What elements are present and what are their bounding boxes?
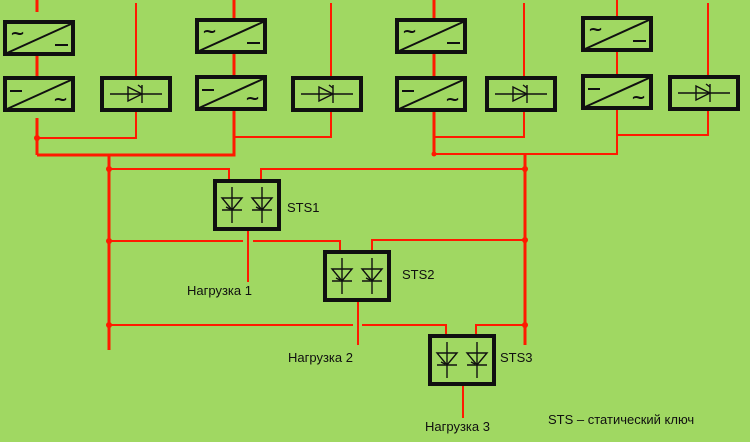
inverter-block: ~ — [3, 76, 75, 112]
junction-dot — [522, 237, 528, 243]
rectifier-block: ~ — [3, 20, 75, 56]
ups-2-bypass-feed — [234, 3, 332, 138]
bypass-diode-block — [485, 76, 557, 112]
diagonal-line — [198, 21, 264, 52]
ups-4-unit: ~~ — [581, 16, 740, 111]
ac-symbol-icon: ~ — [402, 21, 417, 42]
ac-symbol-icon: ~ — [631, 87, 646, 108]
thyristor-gate — [255, 206, 261, 210]
thyristor-icon — [330, 268, 354, 283]
diagonal-line — [398, 21, 464, 52]
ac-symbol-icon: ~ — [53, 89, 68, 110]
wires — [34, 0, 709, 418]
sts3-input-b — [475, 324, 525, 336]
sts3-block — [428, 334, 496, 386]
diode-gate — [328, 84, 334, 89]
sts1-input-b — [260, 168, 525, 181]
inverter-block: ~ — [581, 74, 653, 110]
junction-dot — [522, 166, 528, 172]
sts-blocks — [213, 179, 496, 386]
ac-symbol-icon: ~ — [445, 89, 460, 110]
ups-3-bypass-feed — [434, 3, 525, 138]
thyristor-icon — [250, 197, 274, 212]
sts1-block — [213, 179, 281, 231]
inverter-block: ~ — [395, 76, 467, 112]
sts3-label: STS3 — [500, 350, 533, 365]
sts2-input-b — [371, 239, 525, 252]
converter-blocks: ~~~~~~~~ — [3, 16, 740, 112]
ups-1-bypass-feed — [37, 3, 137, 139]
thyristor-gate — [335, 277, 341, 281]
junction-dot — [34, 135, 40, 141]
ups-4-feed — [434, 0, 618, 155]
bypass-diode-block — [291, 76, 363, 112]
bypass-diode-block — [100, 76, 172, 112]
diode-icon — [512, 85, 529, 103]
diagonal-line — [584, 77, 650, 108]
bypass-diode-block — [668, 75, 740, 111]
ac-symbol-icon: ~ — [588, 19, 603, 40]
diagonal-line — [584, 19, 650, 50]
sts1-input-a — [109, 168, 230, 181]
thyristor-icon — [220, 197, 244, 212]
inverter-block: ~ — [195, 75, 267, 111]
diode-gate — [522, 84, 528, 89]
rectifier-block: ~ — [195, 18, 267, 54]
thyristor-gate — [365, 277, 371, 281]
diode-icon — [695, 84, 712, 102]
thyristor-icon — [465, 352, 489, 367]
load-1-label: Нагрузка 1 — [187, 283, 252, 298]
sts1-label: STS1 — [287, 200, 320, 215]
diagonal-line — [6, 23, 72, 54]
diagonal-line — [6, 79, 72, 110]
ups-4-bypass-feed — [617, 3, 709, 136]
sts2-label: STS2 — [402, 267, 435, 282]
thyristor-icon — [360, 268, 384, 283]
junction-dot — [106, 166, 112, 172]
ac-symbol-icon: ~ — [245, 88, 260, 109]
thyristor-gate — [470, 361, 476, 365]
diode-gate — [137, 84, 143, 89]
thyristor-gate — [225, 206, 231, 210]
load-2-label: Нагрузка 2 — [288, 350, 353, 365]
sts-frame — [323, 250, 391, 302]
thyristor-icon — [435, 352, 459, 367]
ac-symbol-icon: ~ — [202, 21, 217, 42]
junction-dot — [106, 238, 112, 244]
load-3-label: Нагрузка 3 — [425, 419, 490, 434]
diode-icon — [318, 85, 335, 103]
rectifier-block: ~ — [581, 16, 653, 52]
diagonal-line — [198, 78, 264, 109]
legend-text: STS – статический ключ — [548, 412, 694, 427]
sts2-block — [323, 250, 391, 302]
sts2-input-a — [109, 240, 341, 252]
diode-icon — [127, 85, 144, 103]
junction-dot — [431, 151, 437, 157]
diagonal-line — [398, 79, 464, 110]
sts-frame — [428, 334, 496, 386]
thyristor-gate — [440, 361, 446, 365]
ups-2-unit: ~~ — [195, 18, 363, 112]
junction-dot — [106, 322, 112, 328]
rectifier-block: ~ — [395, 18, 467, 54]
sts-frame — [213, 179, 281, 231]
sts3-input-a — [109, 324, 447, 336]
junction-dot — [522, 322, 528, 328]
ups-3-unit: ~~ — [395, 18, 557, 112]
diode-gate — [705, 83, 711, 88]
ups-1-unit: ~~ — [3, 20, 172, 112]
ac-symbol-icon: ~ — [10, 23, 25, 44]
